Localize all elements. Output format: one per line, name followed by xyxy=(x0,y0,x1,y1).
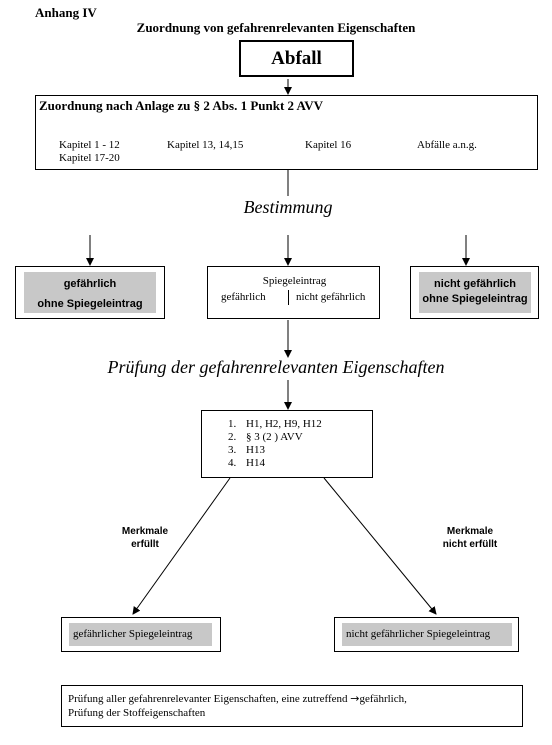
footnote-line2: Prüfung der Stoffeigenschaften xyxy=(68,707,206,719)
non-hazardous-without-mirror-box: nicht gefährlich ohne Spiegeleintrag xyxy=(410,266,539,319)
annex-label: Anhang IV xyxy=(35,5,97,20)
arrow-to-result-left xyxy=(132,477,231,615)
result-non-hazardous-box: nicht gefährlicher Spiegeleintrag xyxy=(334,617,519,652)
criteria-met-label: Merkmale erfüllt xyxy=(121,526,169,550)
chapter-16: Kapitel 16 xyxy=(305,139,352,151)
right-box-line1: nicht gefährlich xyxy=(434,278,516,290)
hazardous-without-mirror-box: gefährlich ohne Spiegeleintrag xyxy=(15,266,165,319)
result-hazardous-box: gefährlicher Spiegeleintrag xyxy=(61,617,221,652)
mirror-entry-label: Spiegeleintrag xyxy=(262,275,327,287)
chapter-17-20: Kapitel 17-20 xyxy=(59,152,120,164)
criteria-item-3: 3.H13 xyxy=(228,444,265,456)
footnote-text-before: Prüfung aller gefahrenrelevanter Eigensc… xyxy=(68,693,351,705)
arrow-to-result-right xyxy=(323,477,437,615)
chapter-ang: Abfälle a.n.g. xyxy=(417,139,477,151)
page-title: Zuordnung von gefahrenrelevanten Eigensc… xyxy=(136,20,416,35)
mirror-entry-non-hazardous: nicht gefährlich xyxy=(296,291,366,303)
right-arrow-icon: → xyxy=(350,692,360,705)
chapter-1-12: Kapitel 1 - 12 xyxy=(59,139,120,151)
mirror-entry-divider xyxy=(288,290,289,305)
criteria-item-2: 2.§ 3 (2 ) AVV xyxy=(228,431,303,443)
left-box-line2: ohne Spiegeleintrag xyxy=(37,298,143,310)
mirror-entry-hazardous: gefährlich xyxy=(221,291,266,303)
examination-label: Prüfung der gefahrenrelevanten Eigenscha… xyxy=(107,357,445,377)
criteria-item-1: 1.H1, H2, H9, H12 xyxy=(228,418,322,430)
mirror-entry-box: Spiegeleintrag gefährlich nicht gefährli… xyxy=(207,266,380,319)
determination-label: Bestimmung xyxy=(243,197,333,217)
abfall-label: Abfall xyxy=(271,48,322,69)
hazardous-without-mirror-label: gefährlich ohne Spiegeleintrag xyxy=(24,272,156,313)
criteria-box: 1.H1, H2, H9, H12 2.§ 3 (2 ) AVV 3.H13 4… xyxy=(201,410,373,478)
left-box-line1: gefährlich xyxy=(63,278,117,290)
criteria-item-4: 4.H14 xyxy=(228,457,265,469)
result-hazardous-label: gefährlicher Spiegeleintrag xyxy=(69,623,212,646)
footnote-text-after: gefährlich, xyxy=(359,693,407,705)
chapter-13-14-15: Kapitel 13, 14,15 xyxy=(167,139,244,151)
result-non-hazardous-label: nicht gefährlicher Spiegeleintrag xyxy=(342,623,512,646)
footnote-line1: Prüfung aller gefahrenrelevanter Eigensc… xyxy=(68,691,407,707)
assignment-box: Zuordnung nach Anlage zu § 2 Abs. 1 Punk… xyxy=(35,95,538,170)
assignment-title: Zuordnung nach Anlage zu § 2 Abs. 1 Punk… xyxy=(39,98,324,113)
abfall-box: Abfall xyxy=(239,40,354,77)
non-hazardous-without-mirror-label: nicht gefährlich ohne Spiegeleintrag xyxy=(419,272,531,313)
right-box-line2: ohne Spiegeleintrag xyxy=(422,293,528,305)
criteria-not-met-label: Merkmale nicht erfüllt xyxy=(442,526,498,550)
criteria-list: 1.H1, H2, H9, H12 2.§ 3 (2 ) AVV 3.H13 4… xyxy=(228,418,322,470)
footnote-box: Prüfung aller gefahrenrelevanter Eigensc… xyxy=(61,685,523,727)
